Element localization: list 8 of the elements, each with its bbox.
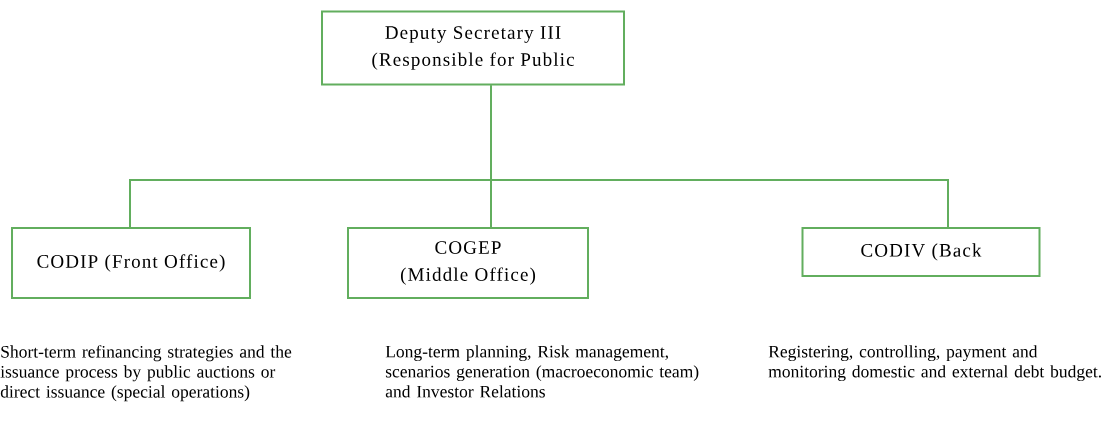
description-text: Short-term refinancing strategies and the issuance process by public auctions or direct issuance (special operations) xyxy=(0,345,292,402)
org-box: CODIV (Back xyxy=(801,227,1041,277)
org-box: Deputy Secretary III (Responsible for Public xyxy=(321,10,625,86)
org-box: COGEP (Middle Office) xyxy=(347,227,589,299)
description-text: Long-term planning, Risk management, scenarios generation (macroeconomic team) and Investor Relations xyxy=(385,345,699,398)
connector-line xyxy=(490,84,949,228)
description-text: Registering, controlling, payment and monitoring domestic and external debt budget. xyxy=(768,345,1101,382)
org-box: CODIP (Front Office) xyxy=(11,227,251,299)
